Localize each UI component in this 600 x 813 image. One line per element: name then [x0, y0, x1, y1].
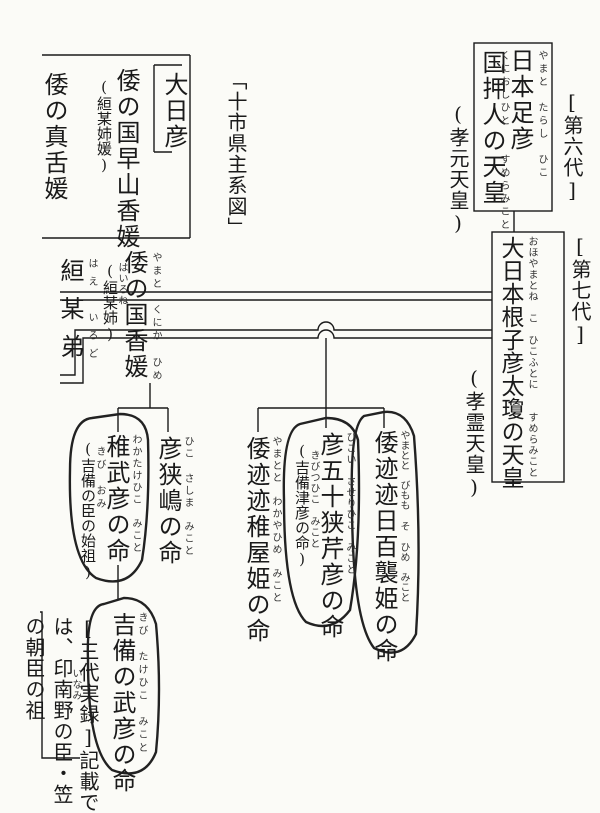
name-hae-irodo: 絙某弟 [56, 258, 84, 372]
kibi-takehiko-furi: きび たけひこ みこと [136, 612, 147, 755]
footnote-line3: の朝臣の祖 [22, 616, 46, 721]
name-kibi-takehiko: 吉備の武彦の命 [108, 612, 136, 794]
hae-furi: はえ いろど [86, 258, 97, 366]
footnote-line2-furi: いなみ [70, 668, 81, 701]
gen6-box [473, 42, 553, 212]
wakatakehiko-note-furi: きび おみ [94, 446, 105, 511]
name-hayayama: 倭の国早山香媛 [112, 68, 140, 250]
name-hikosashima: 彦狭嶋の命 [154, 436, 182, 566]
footnote-line2: は、印南野の臣・笠 [50, 616, 74, 805]
circle-wakatake [68, 412, 150, 583]
gen7-box [491, 231, 565, 483]
name-mashita: 倭の真舌媛 [40, 72, 68, 202]
gen6-furi1: やまと たらし ひこ [536, 50, 547, 180]
isaserihiko-furi: ひこい させりひこ みこと [344, 432, 355, 575]
wakatakehiko-furi: わかたけひこ みこと [130, 434, 141, 554]
genealogy-lines [40, 42, 565, 775]
gen6-name-line2: 国押人の天皇 [478, 50, 506, 206]
gen6-furi2: くにおしひと すめらみこと [498, 50, 509, 232]
kunika-note-furi: はいろね [116, 262, 127, 306]
marriage-line-3 [60, 321, 492, 376]
marriage-line-4 [60, 329, 492, 384]
footnote-line1: [三代実録]記載で [76, 616, 100, 813]
hayayama-note: (絙某姉媛) [95, 78, 113, 174]
isaserihiko-note: (吉備津彦の命) [293, 442, 311, 568]
gen6-posthumous: (孝元天皇) [446, 102, 470, 236]
kunika-note: (絙某姉) [101, 262, 119, 343]
isaserihiko-note-furi: きびつひこ みこと [308, 450, 319, 549]
gen7-label: [第七代] [568, 234, 592, 347]
name-kunika: 倭の国香媛 [120, 250, 148, 380]
gen7-posthumous: (孝霊天皇) [462, 366, 486, 500]
name-wakayahime: 倭迹迹稚屋姫の命 [242, 436, 270, 644]
gen6-name-line1: 日本足彦 [506, 48, 534, 152]
gen7-furi: おほやまとね こ ひこふとに すめらみこと [526, 236, 537, 478]
name-wakatakehiko: 稚武彦の命 [102, 434, 130, 564]
circle-isaseri [282, 416, 361, 628]
circle-grandchild [86, 596, 161, 775]
hikosashima-furi: ひこ さしま みこと [182, 436, 193, 557]
dainichi-bracket [153, 64, 182, 153]
name-dainichihiko: 大日彦 [160, 72, 188, 150]
circle-momoso [350, 410, 420, 654]
gen6-label: [第六代] [560, 90, 584, 203]
wakatakehiko-note: (吉備の臣の始祖) [79, 440, 97, 581]
name-isaserihiko: 彦五十狭芹彦の命 [316, 432, 344, 640]
wakayahime-furi: やまとと わかやひめ みこと [270, 436, 281, 604]
kunika-furi: やまと くにか ひめ [150, 252, 161, 383]
momosohime-furi: やまとと びもも そ ひめ みこと [398, 430, 409, 602]
footnote-bracket [40, 611, 80, 759]
name-momosohime: 倭迹迹日百襲姫の命 [370, 430, 398, 664]
gen7-name: 大日本根子彦太瓊の天皇 [497, 236, 523, 489]
chart-title: 「十市県主系図」 [224, 70, 248, 238]
